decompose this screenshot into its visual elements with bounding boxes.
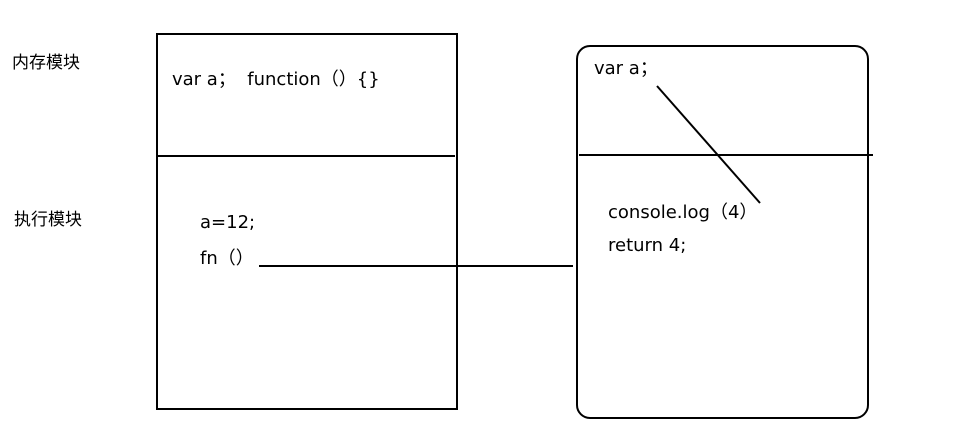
right-exec-line-1: console.log（4） — [608, 202, 758, 223]
outer-scope-box — [156, 33, 458, 410]
function-scope-box — [576, 45, 869, 419]
right-exec-line-2: return 4; — [608, 235, 687, 256]
left-exec-line-1: a=12; — [200, 212, 256, 233]
memory-module-label: 内存模块 — [12, 53, 80, 73]
right-memory-text: var a； — [594, 58, 658, 79]
strike-through-line — [656, 85, 761, 204]
left-memory-text: var a； function（）{} — [172, 69, 380, 90]
left-exec-line-2: fn（） — [200, 248, 254, 269]
execution-module-label: 执行模块 — [14, 210, 82, 230]
